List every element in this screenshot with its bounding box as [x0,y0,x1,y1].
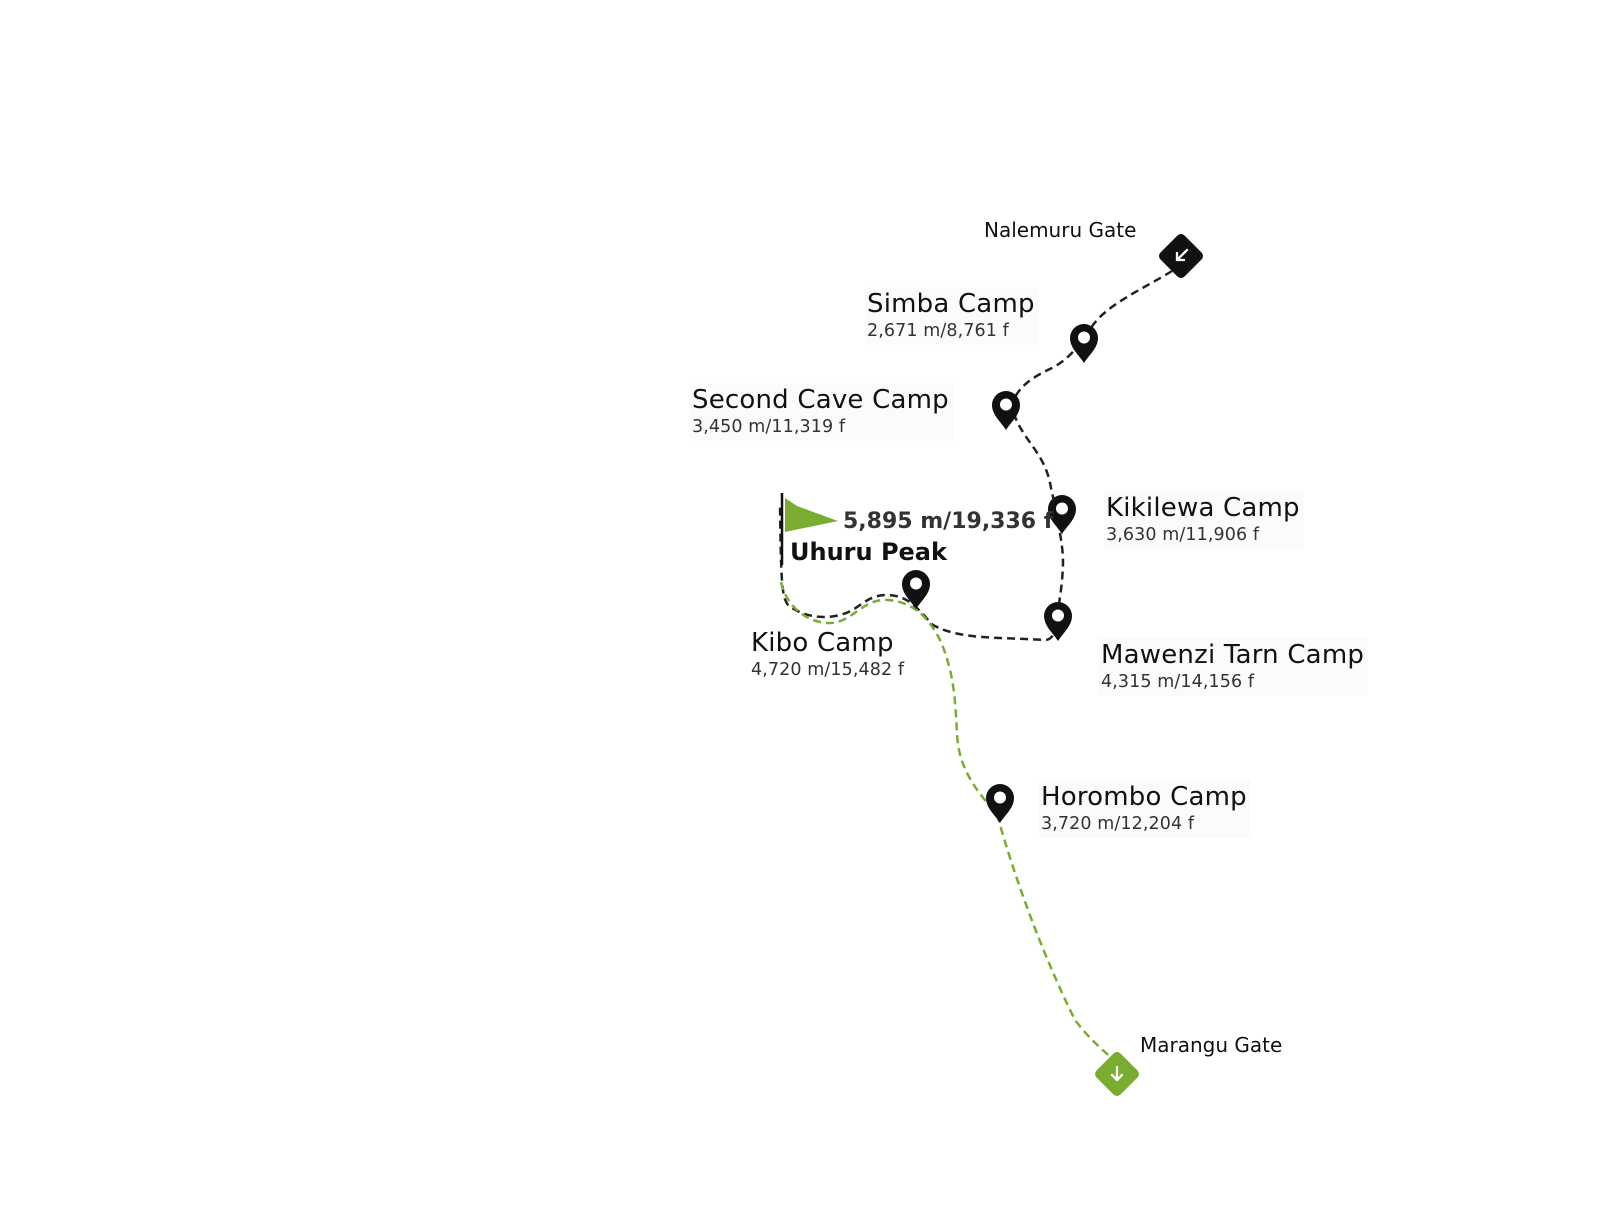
mawenzi-tarn-camp-label: Mawenzi Tarn Camp 4,315 m/14,156 f [1099,638,1369,696]
descent-route [779,581,1115,1061]
kikilewa-camp-label: Kikilewa Camp 3,630 m/11,906 f [1104,491,1304,549]
camp-name: Second Cave Camp [692,385,949,415]
map-pin-icon [1070,324,1098,363]
simba-camp-pin[interactable] [1070,324,1098,363]
nalemuru-gate-marker[interactable] [1157,232,1205,280]
kikilewa-camp-pin[interactable] [1048,495,1076,534]
camp-altitude: 4,720 m/15,482 f [751,660,905,680]
summit-altitude: 5,895 m/19,336 f [843,509,1054,534]
camp-altitude: 4,315 m/14,156 f [1101,672,1255,692]
map-pin-icon [986,784,1014,823]
second-cave-camp-pin[interactable] [992,391,1020,430]
second-cave-camp-label: Second Cave Camp 3,450 m/11,319 f [690,383,953,441]
simba-camp-label: Simba Camp 2,671 m/8,761 f [865,287,1039,345]
marangu-gate-marker[interactable] [1093,1050,1141,1098]
arrow-down-left-icon [1175,248,1189,262]
kibo-camp-label: Kibo Camp 4,720 m/15,482 f [751,630,904,680]
camp-name: Horombo Camp [1041,782,1247,812]
horombo-camp-pin[interactable] [986,784,1014,823]
horombo-camp-label: Horombo Camp 3,720 m/12,204 f [1039,780,1251,838]
map-pin-icon [992,391,1020,430]
summit-flag-icon[interactable] [780,493,838,565]
camp-altitude: 2,671 m/8,761 f [867,321,1009,341]
summit-name: Uhuru Peak [790,538,947,566]
camp-name: Mawenzi Tarn Camp [1101,640,1365,670]
marangu-gate-label: Marangu Gate [1140,1033,1283,1057]
arrow-down-icon [1110,1065,1124,1082]
kibo-camp-pin[interactable] [902,570,930,609]
nalemuru-gate-label: Nalemuru Gate [984,218,1137,242]
mawenzi-tarn-camp-pin[interactable] [1044,602,1072,641]
camp-name: Kibo Camp [751,628,894,658]
camp-altitude: 3,450 m/11,319 f [692,417,846,437]
map-pin-icon [902,570,930,609]
map-pin-icon [1048,495,1076,534]
camp-altitude: 3,630 m/11,906 f [1106,525,1260,545]
map-pin-icon [1044,602,1072,641]
camp-name: Kikilewa Camp [1106,493,1300,523]
camp-name: Simba Camp [867,289,1035,319]
camp-altitude: 3,720 m/12,204 f [1041,814,1195,834]
